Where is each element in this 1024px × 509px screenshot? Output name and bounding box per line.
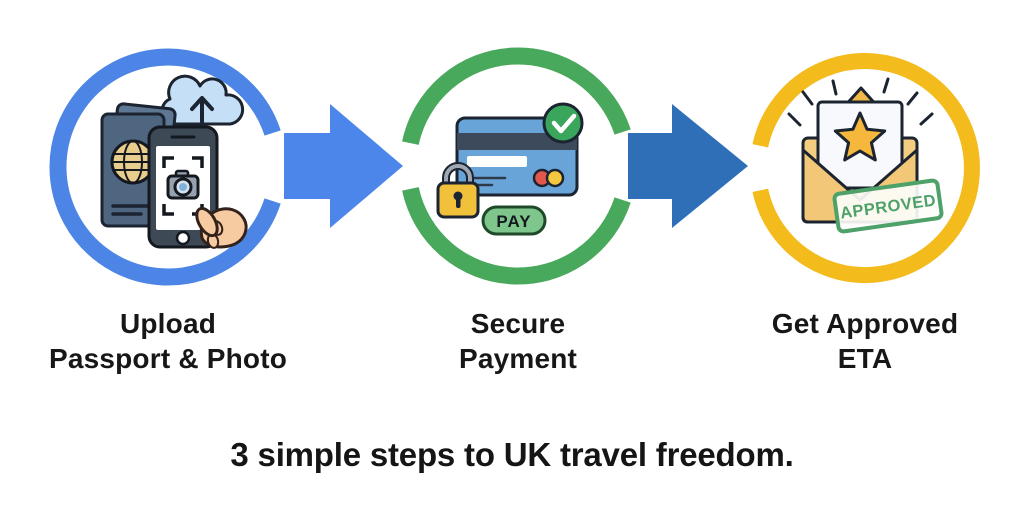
step-3-title-line1: Get Approved — [771, 308, 959, 339]
step-1-ring — [49, 48, 281, 286]
secure-payment-icon: PAY — [436, 102, 584, 236]
pay-label: PAY — [496, 212, 531, 231]
step-1-title-line2: Passport & Photo — [48, 343, 288, 374]
pay-button: PAY — [481, 205, 547, 236]
burst-lines-icon — [787, 77, 934, 127]
step-2-title-line2: Payment — [458, 343, 578, 374]
arrow-icon — [284, 104, 403, 228]
step-3-title-line2: ETA — [837, 343, 893, 374]
step-2-label: Secure Payment — [348, 306, 688, 376]
credit-card-icon — [455, 116, 579, 197]
step-1-title-line1: Upload — [119, 308, 217, 339]
step-2-title-line1: Secure — [470, 308, 566, 339]
step-2-ring — [402, 47, 631, 285]
approved-stamp: APPROVED — [832, 178, 944, 234]
caption: 3 simple steps to UK travel freedom. — [230, 436, 794, 473]
cloud-upload-icon — [160, 74, 245, 142]
step-3-ring — [752, 53, 980, 284]
padlock-icon — [436, 162, 480, 219]
passport-photo-upload-icon — [100, 74, 248, 249]
home-button-icon — [175, 230, 191, 246]
step-3-label: Get Approved ETA — [695, 306, 1024, 376]
step-1-label: Upload Passport & Photo — [0, 306, 338, 376]
hand-icon — [195, 206, 248, 249]
check-badge-icon — [542, 102, 584, 144]
arrow-icon — [628, 104, 748, 228]
star-icon — [833, 111, 887, 162]
viewfinder-icon — [162, 156, 204, 216]
approved-eta-icon: APPROVED — [787, 77, 944, 234]
